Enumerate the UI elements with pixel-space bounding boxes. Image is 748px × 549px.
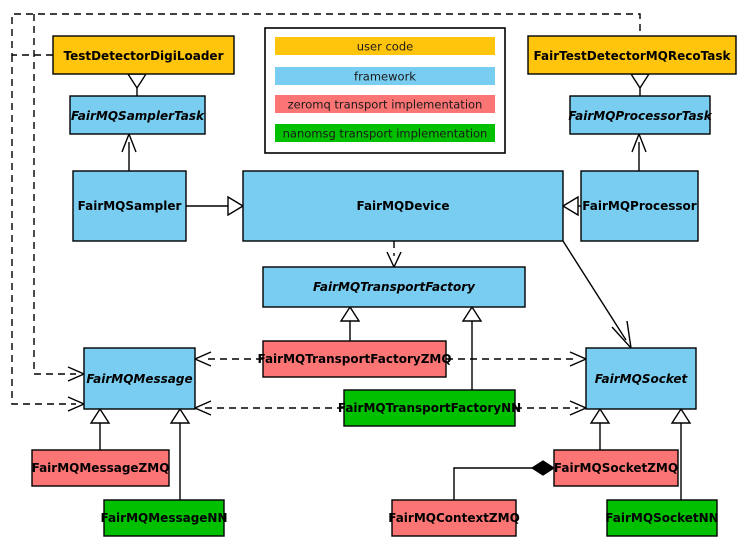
arrowhead-generalization-socket-zmq <box>589 407 611 424</box>
node-FairMQSocketZMQ[interactable]: FairMQSocketZMQ <box>553 449 679 487</box>
legend-label-user-code: user code <box>357 40 413 54</box>
node-label: FairMQSampler <box>78 199 182 213</box>
node-box <box>52 35 235 75</box>
arrowhead-generalization-device-left <box>227 195 245 217</box>
node-FairMQMessageZMQ[interactable]: FairMQMessageZMQ <box>31 449 170 487</box>
node-label: FairMQMessageZMQ <box>32 461 170 475</box>
arrowhead-generalization-message-zmq <box>89 407 111 424</box>
node-FairMQMessageNN[interactable]: FairMQMessageNN <box>100 499 228 537</box>
node-box <box>262 340 447 378</box>
node-FairMQTransportFactoryNN[interactable]: FairMQTransportFactoryNN <box>338 389 521 427</box>
node-FairMQSampler[interactable]: FairMQSampler <box>72 170 187 242</box>
legend-swatch-user-code <box>275 37 495 55</box>
arrowhead-generalization-recotask <box>629 73 651 90</box>
node-label: FairMQMessageNN <box>100 511 227 525</box>
node-label: FairMQTransportFactoryNN <box>338 401 521 415</box>
node-box <box>569 95 711 135</box>
node-FairMQSamplerTask[interactable]: FairMQSamplerTask <box>69 95 206 135</box>
node-box <box>391 499 517 537</box>
node-FairMQSocketNN[interactable]: FairMQSocketNN <box>605 499 719 537</box>
legend: user code framework zeromq transport imp… <box>264 27 506 154</box>
arrowhead-generalization-socket-nn <box>670 407 692 424</box>
node-FairMQSocket[interactable]: FairMQSocket <box>585 347 697 410</box>
edge-digiloader-top-rail <box>11 13 641 56</box>
node-layer: TestDetectorDigiLoader FairTestDetectorM… <box>31 35 737 537</box>
composition-diamond-socketzmq <box>530 460 556 476</box>
legend-label-nanomsg: nanomsg transport implementation <box>283 127 488 141</box>
node-label: FairMQTransportFactoryZMQ <box>257 352 451 366</box>
node-label: FairMQTransportFactory <box>313 280 476 294</box>
node-label: FairMQMessage <box>86 372 192 386</box>
legend-label-zeromq: zeromq transport implementation <box>288 98 483 112</box>
node-label: TestDetectorDigiLoader <box>63 49 223 63</box>
arrowhead-generalization-device-right <box>561 195 579 217</box>
node-label: FairMQSocketNN <box>605 511 718 525</box>
legend-label-framework: framework <box>354 70 416 84</box>
node-FairMQTransportFactoryZMQ[interactable]: FairMQTransportFactoryZMQ <box>257 340 452 378</box>
edge-contextzmq-to-socketzmq <box>453 467 532 500</box>
node-FairMQMessage[interactable]: FairMQMessage <box>83 347 196 410</box>
node-box <box>585 347 697 410</box>
arrowhead-device-socket <box>611 320 633 351</box>
node-FairMQContextZMQ[interactable]: FairMQContextZMQ <box>388 499 520 537</box>
node-label: FairMQSamplerTask <box>71 109 205 123</box>
node-FairMQProcessorTask[interactable]: FairMQProcessorTask <box>568 95 713 135</box>
node-box <box>527 35 737 75</box>
arrowhead-generalization-digiloader <box>126 73 148 90</box>
legend-swatch-nanomsg <box>275 124 495 142</box>
node-box <box>343 389 516 427</box>
legend-swatch-zeromq <box>275 95 495 113</box>
legend-swatch-framework <box>275 67 495 85</box>
edge-left-rail-outer-to-message <box>11 55 76 405</box>
arrowhead-generalization-message-nn <box>169 407 191 424</box>
node-FairMQProcessor[interactable]: FairMQProcessor <box>580 170 699 242</box>
node-label: FairMQDevice <box>356 199 449 213</box>
node-box <box>103 499 225 537</box>
edge-device-to-socket <box>562 240 627 341</box>
arrowhead-generalization-tf-nn <box>461 305 483 322</box>
node-TestDetectorDigiLoader[interactable]: TestDetectorDigiLoader <box>52 35 235 75</box>
edge-recotask-left-rail-inner <box>33 14 76 375</box>
node-box <box>69 95 206 135</box>
arrowhead-generalization-tf-zmq <box>339 305 361 322</box>
node-label: FairMQProcessorTask <box>568 109 712 123</box>
node-box <box>606 499 718 537</box>
node-label: FairMQProcessor <box>582 199 697 213</box>
node-box <box>31 449 170 487</box>
node-box <box>83 347 196 410</box>
node-FairMQDevice[interactable]: FairMQDevice <box>242 170 564 242</box>
node-label: FairMQContextZMQ <box>388 511 520 525</box>
node-label: FairTestDetectorMQRecoTask <box>534 49 732 63</box>
node-box <box>262 266 526 308</box>
node-FairMQTransportFactory[interactable]: FairMQTransportFactory <box>262 266 526 308</box>
node-box <box>580 170 699 242</box>
node-box <box>242 170 564 242</box>
node-label: FairMQSocketZMQ <box>554 461 678 475</box>
node-box <box>72 170 187 242</box>
node-box <box>553 449 679 487</box>
node-label: FairMQSocket <box>595 372 689 386</box>
node-FairTestDetectorMQRecoTask[interactable]: FairTestDetectorMQRecoTask <box>527 35 737 75</box>
